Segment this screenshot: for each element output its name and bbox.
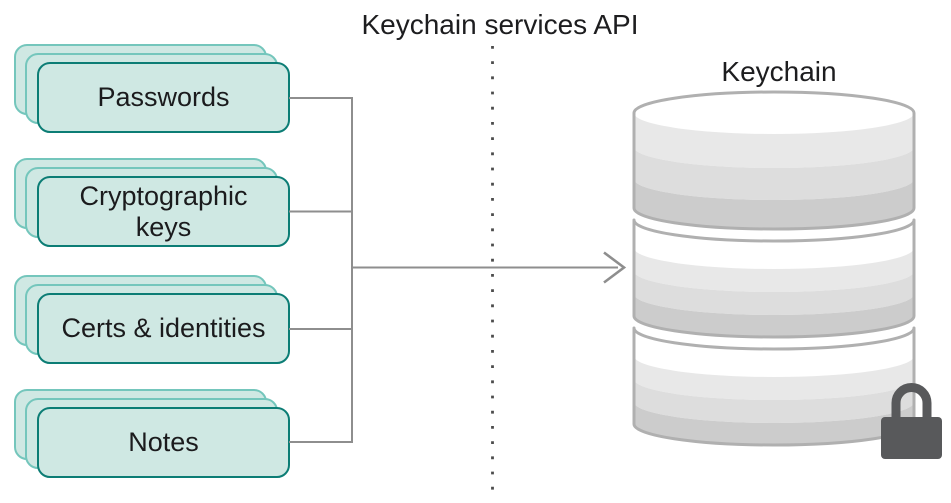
lock-icon (881, 383, 942, 459)
bracket-lines (289, 97, 353, 443)
card-label: Notes (128, 427, 199, 457)
diagram-title: Keychain services API (361, 9, 639, 40)
database-disk-top (632, 90, 916, 231)
card-stack-cryptographic-keys: Cryptographic keys (14, 158, 292, 249)
card-label: Passwords (97, 82, 230, 112)
database-disk-middle (632, 218, 916, 339)
card-stack-certs-identities: Certs & identities (14, 275, 292, 366)
api-arrow (352, 251, 627, 284)
api-arrow-head (603, 251, 627, 284)
card-stack-notes: Notes (14, 389, 292, 480)
database-icon (632, 90, 916, 447)
card-front: Certs & identities (37, 293, 290, 364)
keychain-database-label: Keychain (721, 56, 837, 87)
database-disk-bottom (632, 326, 916, 447)
card-label: Cryptographic keys (79, 180, 248, 242)
card-stack-passwords: Passwords (14, 44, 292, 135)
card-front: Notes (37, 407, 290, 478)
card-label: Certs & identities (61, 313, 266, 343)
card-front: Cryptographic keys (37, 176, 290, 247)
card-front: Passwords (37, 62, 290, 133)
